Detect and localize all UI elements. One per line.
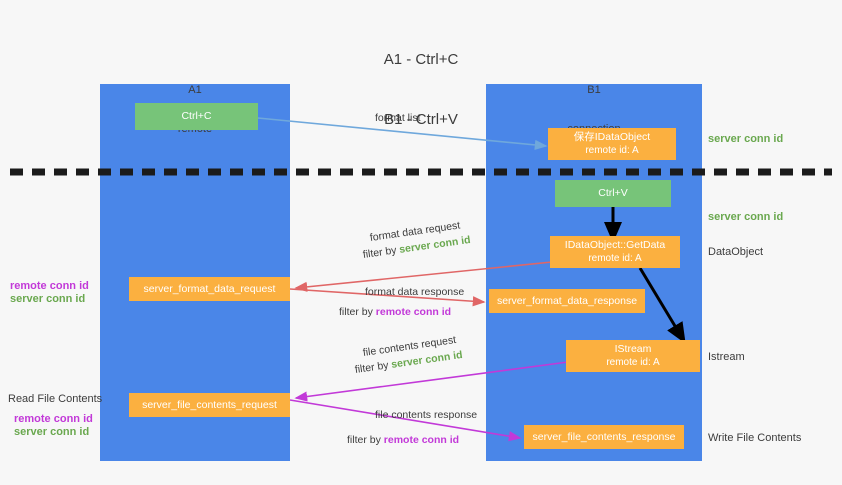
left-label-read-file-contents: Read File Contents [8,393,103,405]
node-istream[interactable]: IStream remote id: A [566,340,700,372]
node-istream-sub: remote id: A [606,357,660,368]
caption-file-contents-request-filter-prefix: filter by [354,358,393,376]
caption-format-list: format list [375,112,421,124]
node-getdata-label: IDataObject::GetData [564,239,666,251]
node-server-format-data-response[interactable]: server_format_data_response [489,289,645,313]
node-server-file-contents-request-label: server_file_contents_request [142,398,277,411]
node-getdata-sub: remote id: A [588,253,642,264]
node-ctrl-c-label: Ctrl+C [181,110,212,122]
arrow-format-data-request [294,261,553,292]
caption-file-contents-response-filter-prefix: filter by [347,434,384,446]
node-server-file-contents-response-label: server_file_contents_response [532,430,676,443]
arrow-file-contents-request [294,361,569,402]
node-ctrl-c[interactable]: Ctrl+C [135,103,258,130]
node-istream-label: IStream [614,343,652,355]
page-title-line-2: B1 - Ctrl+V [384,111,458,128]
caption-format-data-request-filter-prefix: filter by [362,243,401,261]
node-server-format-data-request[interactable]: server_format_data_request [129,277,290,301]
left-label-server-conn-1: server conn id [10,293,86,305]
right-label-write-file-contents: Write File Contents [708,432,802,444]
caption-file-contents-response-filter-value: remote conn id [383,434,460,446]
column-header-b1-name: B1 [587,84,601,96]
caption-format-data-response-filter: filter by remote conn id [339,305,451,320]
right-label-server-conn-mid: server conn id [708,211,784,223]
left-label-remote-conn-2: remote conn id [14,413,93,425]
right-label-server-conn-top: server conn id [708,133,784,145]
right-label-dataobject: DataObject [708,246,764,258]
node-ctrl-v[interactable]: Ctrl+V [555,180,671,207]
caption-file-contents-response-filter: filter by remote conn id [347,433,459,448]
caption-format-data-response-filter-prefix: filter by [339,306,376,318]
arrow-file-contents-response [289,399,522,442]
arrow-format-data-response [289,288,486,307]
left-label-server-conn-2: server conn id [14,426,90,438]
right-label-istream: Istream [708,351,745,363]
caption-format-data-response-filter-value: remote conn id [375,306,452,318]
arrow-format-list [257,117,548,151]
node-server-file-contents-response[interactable]: server_file_contents_response [524,425,684,449]
caption-format-data-response: format data response [365,286,465,298]
node-server-file-contents-request[interactable]: server_file_contents_request [129,393,290,417]
column-header-a1-name: A1 [188,84,202,96]
page-title-line-1: A1 - Ctrl+C [383,51,459,68]
node-save-idataobject-sub: remote id: A [585,145,639,156]
caption-file-contents-response: file contents response [375,409,478,421]
node-save-idataobject-label: 保存IDataObject [573,131,651,143]
node-server-format-data-request-label: server_format_data_request [143,282,276,295]
node-ctrl-v-label: Ctrl+V [598,187,628,199]
arrow-getdata-to-istream [638,267,686,344]
node-save-idataobject[interactable]: 保存IDataObject remote id: A [548,128,676,160]
node-server-format-data-response-label: server_format_data_response [496,294,638,307]
node-getdata[interactable]: IDataObject::GetData remote id: A [550,236,680,268]
left-label-remote-conn-1: remote conn id [10,280,89,292]
page-title: A1 - Ctrl+C B1 - Ctrl+V [0,10,842,150]
